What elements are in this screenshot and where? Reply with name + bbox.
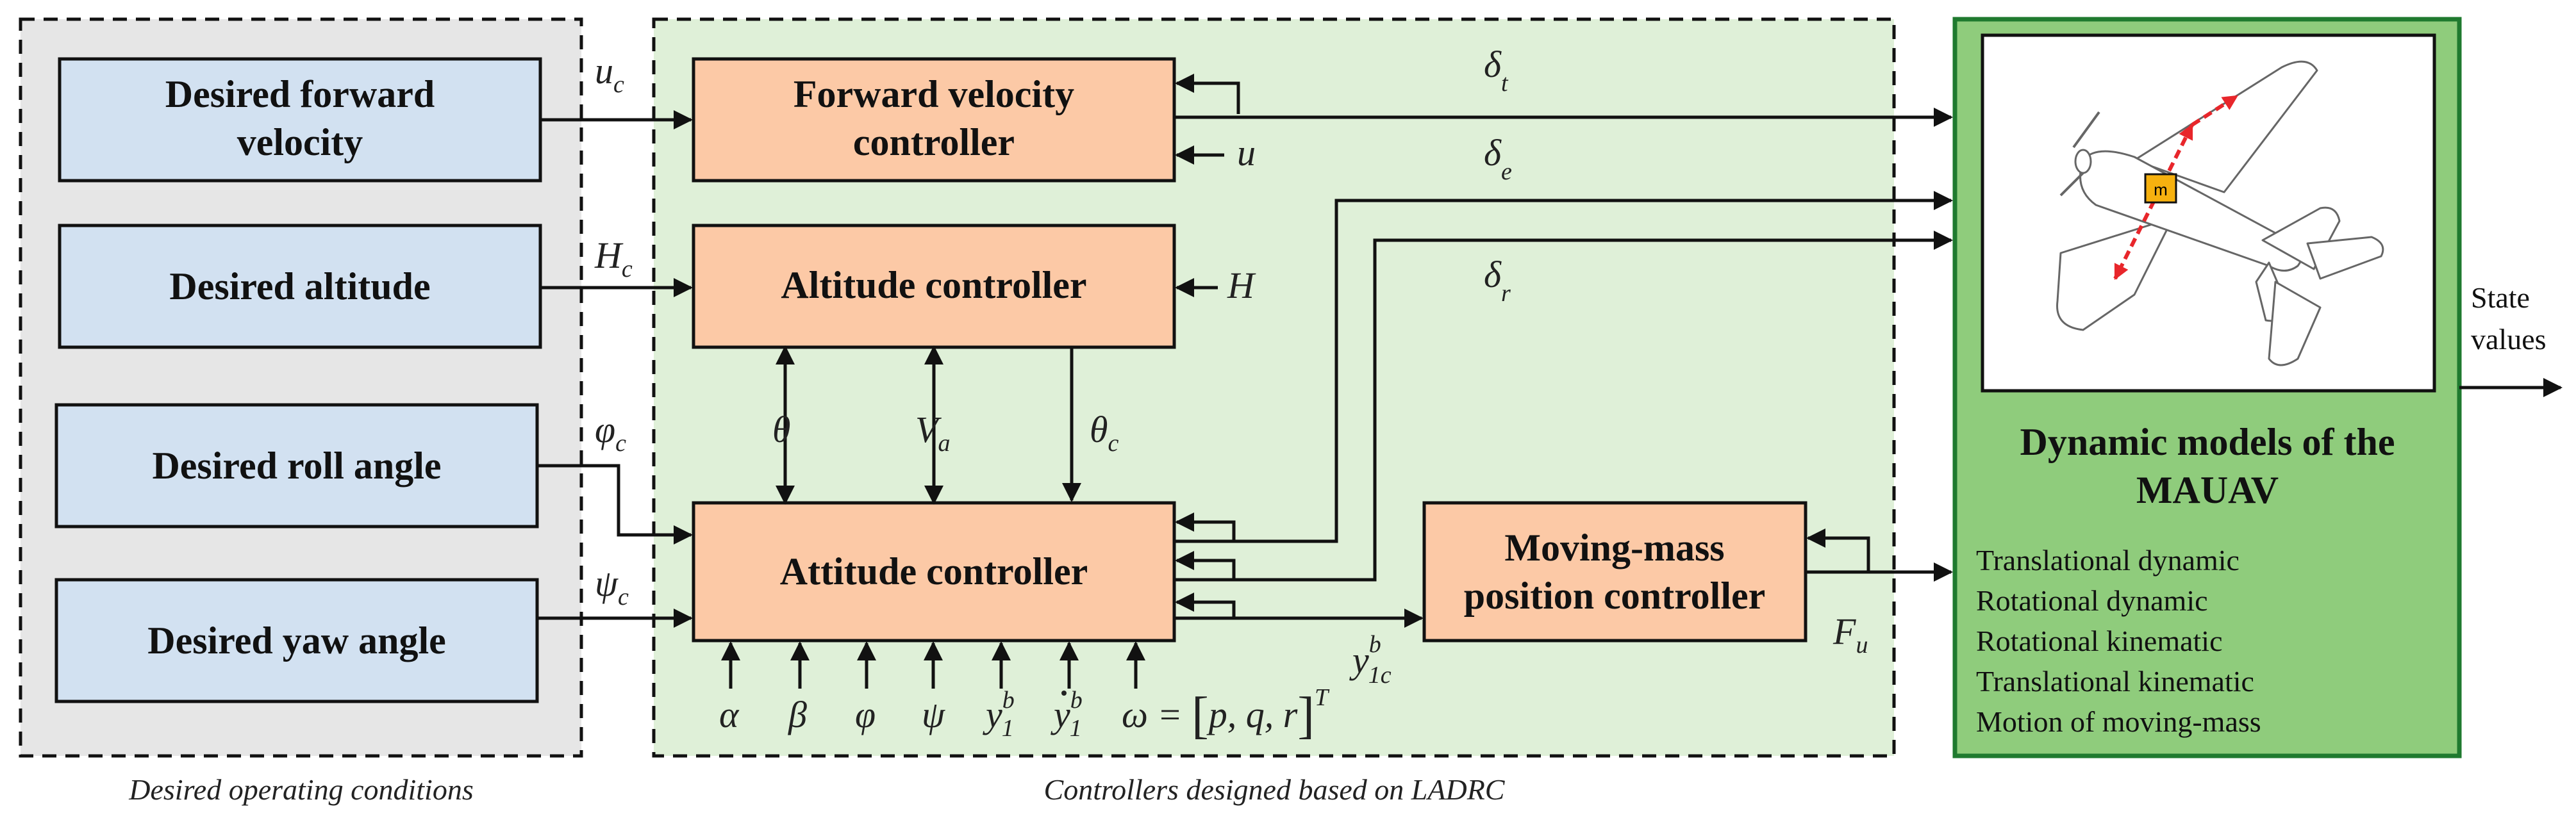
forward-controller-label-2: controller	[853, 121, 1015, 163]
dynamic-item: Translational dynamic	[1976, 544, 2239, 577]
dynamic-items-list: Translational dynamic Rotational dynamic…	[1976, 544, 2261, 738]
label-delta-r: δr	[1484, 254, 1511, 307]
state-label-1: State	[2471, 281, 2530, 314]
label-psic: ψc	[595, 562, 629, 610]
state-label-2: values	[2471, 323, 2547, 356]
forward-velocity-controller-box: Forward velocity controller	[692, 57, 1176, 183]
label-fu: Fu	[1832, 610, 1868, 659]
desired-altitude-label: Desired altitude	[169, 265, 430, 307]
moving-mass-box	[2144, 173, 2177, 204]
label-delta-t: δt	[1484, 44, 1509, 97]
attitude-controller-box: Attitude controller	[692, 501, 1176, 643]
dot-mark	[1061, 691, 1067, 696]
controllers-caption: Controllers designed based on LADRC	[1044, 773, 1506, 806]
attitude-feedback-2	[1175, 551, 1236, 580]
label-uc: uc	[595, 50, 624, 98]
desired-altitude-box: Desired altitude	[58, 224, 542, 349]
forward-feedback-arrow	[1175, 74, 1240, 114]
desired-caption: Desired operating conditions	[128, 773, 473, 806]
label-omega: ω = [p, q, r]T	[1122, 684, 1330, 744]
aircraft-image: m	[1981, 33, 2436, 393]
arrow-phic	[537, 464, 693, 545]
forward-controller-label-1: Forward velocity	[794, 73, 1074, 115]
label-h: H	[1227, 265, 1256, 306]
desired-yaw-label: Desired yaw angle	[147, 619, 446, 662]
label-psi: ψ	[922, 694, 945, 735]
moving-mass-label-2: position controller	[1464, 575, 1766, 617]
label-hc: Hc	[594, 234, 633, 282]
moving-mass-label-1: Moving-mass	[1504, 527, 1724, 569]
desired-forward-label-1: Desired forward	[165, 73, 435, 115]
moving-mass-feedback	[1806, 528, 1870, 572]
desired-roll-label: Desired roll angle	[152, 445, 441, 487]
arrow-delta-r	[1174, 231, 1953, 582]
altitude-controller-box: Altitude controller	[692, 224, 1176, 349]
label-theta-c: θc	[1090, 409, 1119, 457]
dynamic-item: Rotational dynamic	[1976, 584, 2208, 617]
desired-roll-angle-box: Desired roll angle	[54, 403, 539, 528]
dynamic-item: Motion of moving-mass	[1976, 705, 2261, 738]
desired-forward-velocity-box: Desired forward velocity	[58, 57, 542, 183]
arrow-delta-e	[1174, 191, 1953, 543]
label-beta: β	[788, 694, 807, 735]
attitude-feedback-3	[1175, 593, 1236, 618]
label-va: Va	[915, 409, 950, 457]
connectors	[537, 74, 2563, 689]
label-delta-e: δe	[1484, 132, 1512, 185]
desired-forward-label-2: velocity	[237, 121, 363, 163]
label-theta: θ	[772, 409, 791, 450]
dynamic-item: Translational kinematic	[1976, 665, 2254, 698]
moving-mass-controller-box: Moving-mass position controller	[1422, 501, 1807, 643]
dynamic-item: Rotational kinematic	[1976, 625, 2223, 657]
altitude-controller-label: Altitude controller	[781, 264, 1086, 306]
attitude-feedback-1	[1175, 512, 1236, 541]
label-u: u	[1237, 132, 1256, 174]
label-alpha: α	[719, 694, 740, 735]
dynamic-title-2: MAUAV	[2136, 469, 2279, 511]
dynamic-title-1: Dynamic models of the	[2020, 421, 2395, 463]
attitude-controller-label: Attitude controller	[780, 550, 1088, 593]
label-phic: φc	[595, 409, 626, 457]
label-phi: φ	[855, 694, 876, 735]
desired-yaw-angle-box: Desired yaw angle	[54, 578, 539, 703]
moving-mass-label: m	[2154, 180, 2168, 199]
